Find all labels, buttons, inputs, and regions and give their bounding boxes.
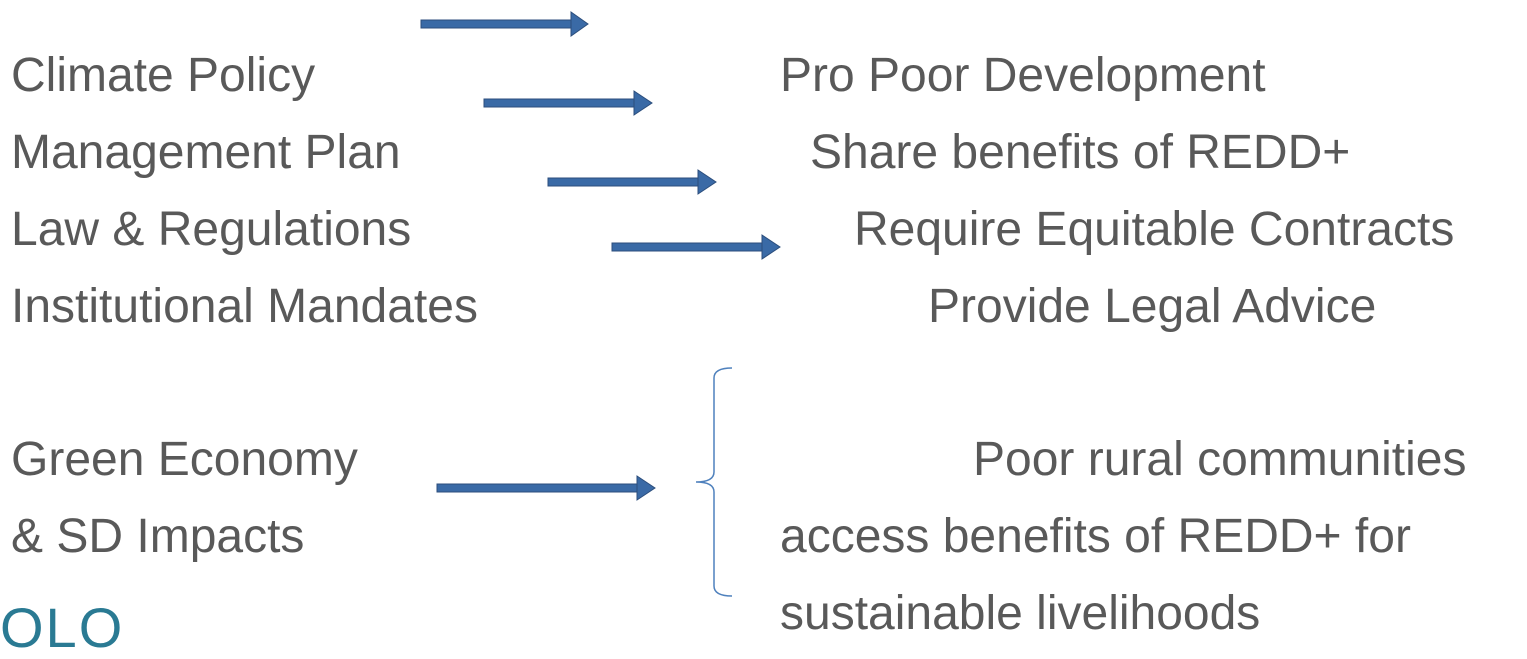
sd-impacts-label: & SD Impacts — [11, 510, 305, 563]
arrow-management-plan — [547, 169, 717, 195]
left-item-management-plan: Management Plan — [11, 126, 401, 179]
green-economy-label: Green Economy — [11, 433, 358, 486]
right-item-pro-poor-development: Pro Poor Development — [780, 49, 1266, 102]
access-benefits-text: access benefits of REDD+ for — [780, 510, 1411, 563]
sustainable-livelihoods-text: sustainable livelihoods — [780, 587, 1261, 640]
arrow-top — [420, 11, 589, 37]
arrow-law-regulations — [611, 234, 781, 260]
left-item-climate-policy: Climate Policy — [11, 49, 316, 102]
right-item-share-benefits: Share benefits of REDD+ — [810, 126, 1351, 179]
right-item-require-equitable-contracts: Require Equitable Contracts — [854, 203, 1455, 256]
arrow-climate-policy — [483, 90, 653, 116]
logo: OLO — [0, 596, 125, 659]
left-item-law-regulations: Law & Regulations — [11, 203, 412, 256]
right-item-provide-legal-advice: Provide Legal Advice — [928, 280, 1377, 333]
connector-layer — [420, 11, 781, 597]
arrow-green-economy — [436, 475, 656, 501]
left-item-institutional-mandates: Institutional Mandates — [11, 280, 478, 333]
curly-brace — [695, 367, 733, 597]
poor-rural-communities-text: Poor rural communities — [973, 433, 1467, 486]
